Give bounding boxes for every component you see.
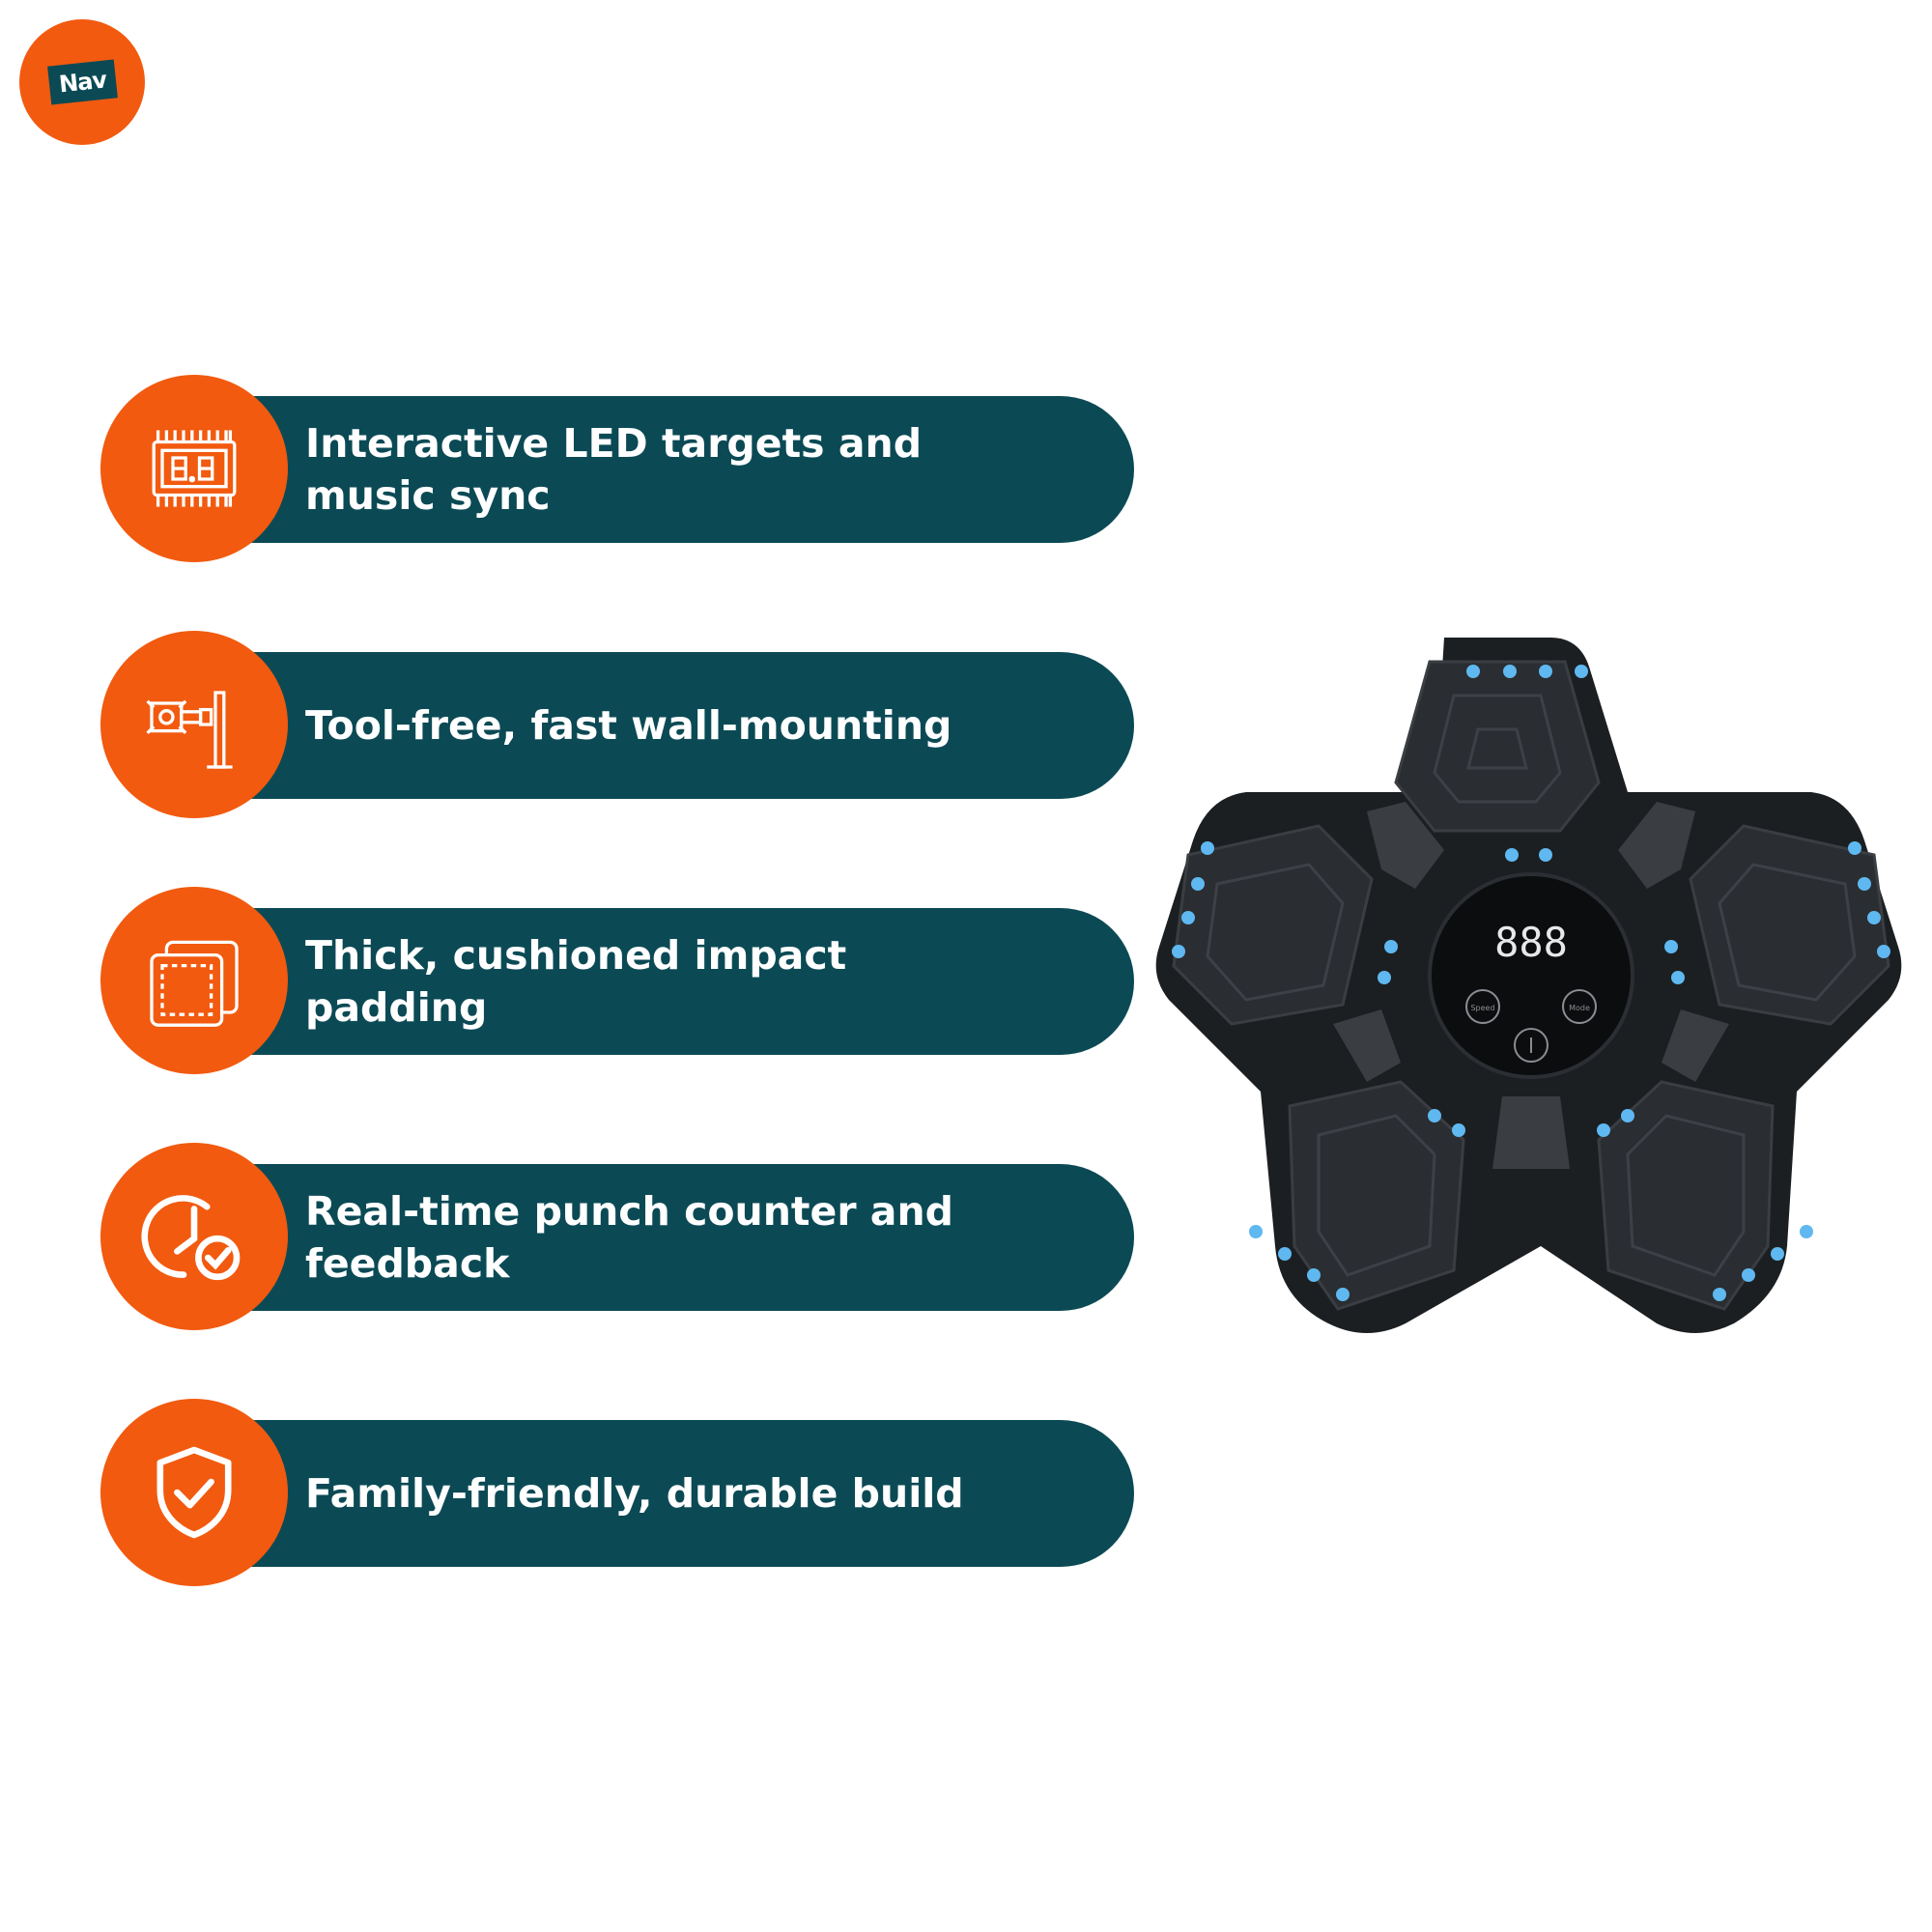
feature-label: Thick, cushioned impact padding	[305, 932, 847, 1031]
feature-item-mounting: Tool-free, fast wall-mounting	[100, 631, 1134, 818]
feature-item-padding: Thick, cushioned impact padding	[100, 887, 1134, 1074]
feature-pill: Interactive LED targets and music sync	[158, 396, 1134, 543]
feature-item-durable: Family-friendly, durable build	[100, 1399, 1134, 1586]
brand-logo: Nav	[19, 19, 145, 145]
feature-label: Real-time punch counter and feedback	[305, 1188, 954, 1287]
mode-button-label: Mode	[1569, 1004, 1590, 1012]
feature-label: Tool-free, fast wall-mounting	[305, 702, 952, 749]
timer-check-icon	[141, 1195, 241, 1281]
boxing-machine-illustration: 888 Speed Mode	[1155, 638, 1902, 1333]
feature-icon-circle	[100, 375, 288, 562]
led-display-icon	[152, 430, 237, 507]
feature-icon-circle	[100, 1399, 288, 1586]
feature-icon-circle	[100, 631, 288, 818]
shield-check-icon	[156, 1446, 232, 1539]
feature-item-counter: Real-time punch counter and feedback	[100, 1143, 1134, 1330]
feature-pill: Thick, cushioned impact padding	[158, 908, 1134, 1055]
feature-item-led: Interactive LED targets and music sync	[100, 375, 1134, 562]
feature-pill: Real-time punch counter and feedback	[158, 1164, 1134, 1311]
boxing-machine-image: 888 Speed Mode	[1154, 628, 1908, 1343]
feature-pill: Tool-free, fast wall-mounting	[158, 652, 1134, 799]
padding-icon	[150, 940, 239, 1027]
feature-label: Interactive LED targets and music sync	[305, 420, 923, 519]
speed-button-label: Speed	[1470, 1004, 1494, 1012]
feature-label: Family-friendly, durable build	[305, 1470, 964, 1517]
feature-icon-circle	[100, 1143, 288, 1330]
feature-pill: Family-friendly, durable build	[158, 1420, 1134, 1567]
logo-text: Nav	[46, 59, 118, 105]
device-display-value: 888	[1494, 919, 1568, 966]
wall-mount-icon	[146, 691, 233, 769]
feature-icon-circle	[100, 887, 288, 1074]
